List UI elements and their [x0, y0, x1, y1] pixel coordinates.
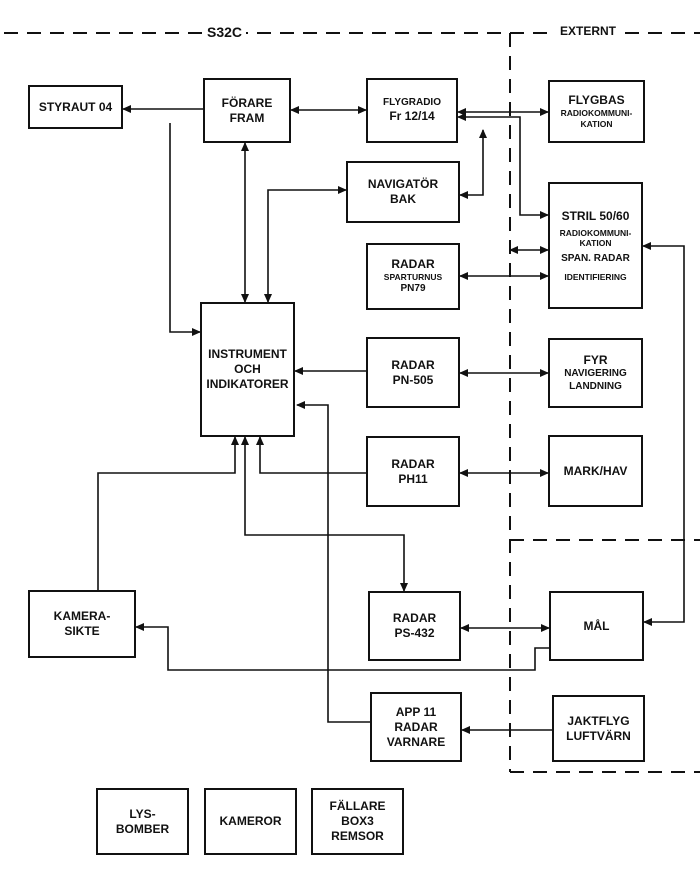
label-ps432-line1: RADAR — [392, 611, 437, 625]
label-styraut: STYRAUT 04 — [38, 99, 113, 114]
arrow-flygradio-navigator — [459, 129, 487, 199]
label-kameror: KAMEROR — [219, 814, 282, 828]
arrow-stril-mal — [642, 242, 685, 626]
box-fyr: FYR NAVIGERING LANDNING — [548, 338, 643, 408]
label-forare-line2: FRAM — [229, 110, 265, 125]
box-kameror: KAMEROR — [204, 788, 297, 855]
label-stril-line1: STRIL 50/60 — [561, 208, 630, 223]
label-navigator-line2: BAK — [390, 192, 416, 206]
box-kamerasikte: KAMERA- SIKTE — [28, 590, 136, 658]
label-flygbas-line2: RADIOKOMMUNI- — [560, 108, 633, 119]
label-pn79-line3: PN79 — [400, 283, 426, 295]
box-mal: MÅL — [549, 591, 644, 661]
arrow-app11-instrument — [296, 401, 370, 723]
label-ph11-line2: PH11 — [398, 471, 428, 486]
box-flygradio: FLYGRADIO Fr 12/14 — [366, 78, 458, 143]
arrow-flygradio-stril — [457, 113, 549, 219]
label-flygradio-line2: Fr 12/14 — [389, 109, 435, 124]
box-flygbas: FLYGBAS RADIOKOMMUNI- KATION — [548, 80, 645, 143]
label-instrument-line3: INDIKATORER — [206, 377, 289, 391]
label-ps432-line2: PS-432 — [394, 626, 435, 640]
box-forare: FÖRARE FRAM — [203, 78, 291, 143]
label-flygradio-line1: FLYGRADIO — [383, 96, 441, 108]
arrow-styraut-instrument — [169, 123, 201, 336]
label-ph11-line1: RADAR — [391, 456, 435, 471]
box-stril: STRIL 50/60 RADIOKOMMUNI- KATION SPAN. R… — [548, 182, 643, 309]
label-stril-line3: KATION — [579, 238, 612, 249]
box-navigator: NAVIGATÖR BAK — [346, 161, 460, 223]
label-stril-line5: IDENTIFIERING — [564, 271, 627, 282]
label-kamera-line2: SIKTE — [64, 624, 100, 638]
label-markhav: MARK/HAV — [563, 463, 628, 478]
header-s32c: S32C — [203, 24, 247, 40]
label-flygbas-line3: KATION — [580, 119, 613, 129]
label-mal: MÅL — [583, 618, 610, 633]
label-fallare-line2: BOX3 — [341, 814, 374, 828]
arrow-navigator-instrument — [264, 186, 347, 303]
label-app11-line3: VARNARE — [386, 734, 446, 749]
label-pn505-line2: PN-505 — [392, 372, 434, 387]
box-styraut: STYRAUT 04 — [28, 85, 123, 129]
label-pn79-line1: RADAR — [391, 257, 435, 272]
box-radar-pn79: RADAR SPARTURNUS PN79 — [366, 243, 460, 310]
box-fallare: FÄLLARE BOX3 REMSOR — [311, 788, 404, 855]
label-pn79-line2: SPARTURNUS — [383, 272, 443, 283]
box-radar-ps432: RADAR PS-432 — [368, 591, 461, 661]
box-instrument: INSTRUMENT OCH INDIKATORER — [200, 302, 295, 437]
box-jaktflyg: JAKTFLYG LUFTVÄRN — [552, 695, 645, 762]
box-radar-ph11: RADAR PH11 — [366, 436, 460, 507]
label-fyr-line1: FYR — [583, 353, 608, 367]
label-lysbomber-line2: BOMBER — [115, 821, 170, 836]
label-instrument-line2: OCH — [234, 362, 261, 376]
label-flygbas-line1: FLYGBAS — [568, 93, 625, 108]
label-navigator-line1: NAVIGATÖR — [367, 177, 439, 191]
label-fyr-line2: NAVIGERING — [564, 368, 627, 379]
label-stril-line2: RADIOKOMMUNI- — [559, 227, 632, 238]
box-app11: APP 11 RADAR VARNARE — [370, 692, 462, 762]
label-jaktflyg-line1: JAKTFLYG — [567, 713, 630, 728]
label-lysbomber-line1: LYS- — [129, 806, 156, 821]
box-markhav: MARK/HAV — [548, 435, 643, 507]
arrow-ph11-instrument — [256, 436, 366, 474]
label-forare-line1: FÖRARE — [221, 95, 273, 110]
box-lysbomber: LYS- BOMBER — [96, 788, 189, 855]
label-app11-line2: RADAR — [394, 719, 438, 734]
label-fyr-line3: LANDNING — [569, 380, 622, 392]
box-radar-pn505: RADAR PN-505 — [366, 337, 460, 408]
arrow-mal-kamera — [135, 623, 549, 671]
label-jaktflyg-line2: LUFTVÄRN — [566, 728, 631, 743]
label-instrument-line1: INSTRUMENT — [208, 347, 287, 361]
label-app11-line1: APP 11 — [395, 704, 437, 719]
label-fallare-line3: REMSOR — [331, 829, 384, 843]
label-kamera-line1: KAMERA- — [53, 609, 111, 623]
label-fallare-line1: FÄLLARE — [329, 799, 386, 813]
arrow-instrument-ps432 — [241, 436, 408, 592]
header-externt: EXTERNT — [556, 24, 621, 38]
label-stril-line4: SPAN. RADAR — [561, 253, 630, 265]
label-pn505-line1: RADAR — [391, 357, 435, 372]
arrow-kamera-instrument — [97, 436, 239, 590]
